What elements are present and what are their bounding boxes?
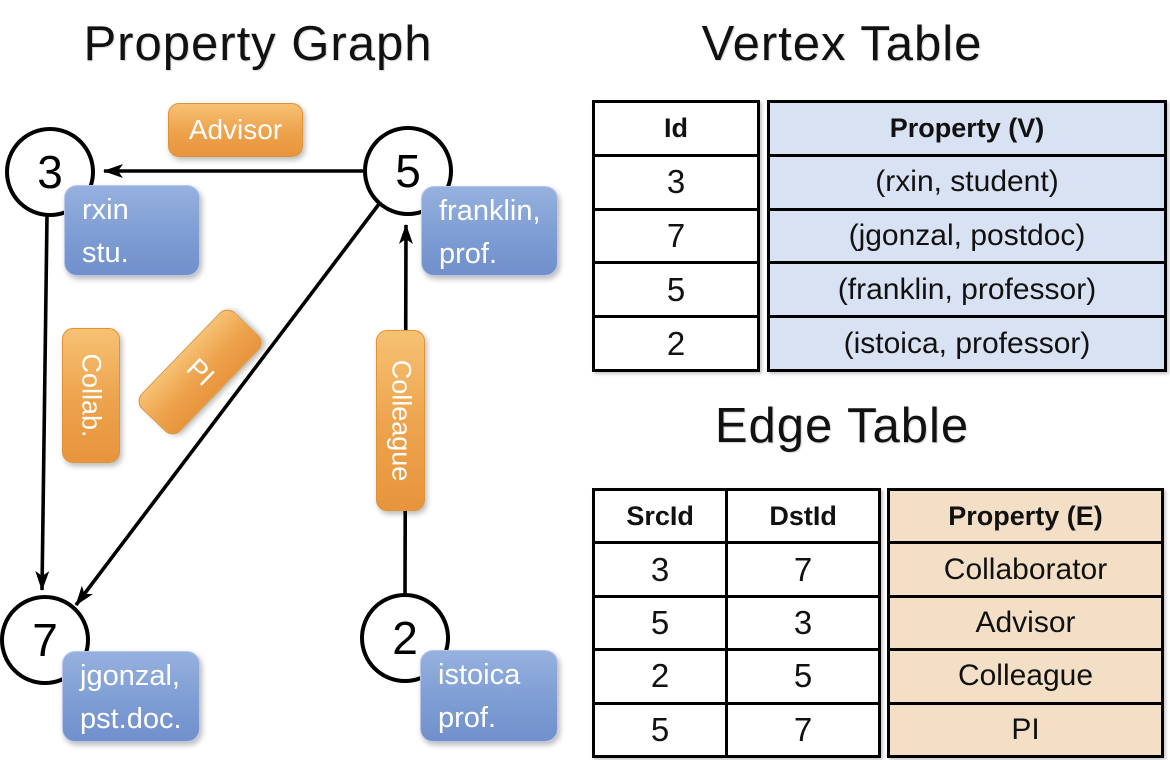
column-header-row: SrcId DstId [595,491,878,542]
vertex-node-label: 5 [395,145,421,197]
edge-table-id-columns: SrcId DstId 3 7 5 3 2 5 5 7 [592,488,881,758]
edge-label-text: Collab. [76,353,107,438]
table-row: PI [890,701,1161,755]
vertex-node-5: 5 [363,126,453,216]
column-header: SrcId [626,500,694,531]
table-row: 2 [595,315,757,369]
edge-table-title: Edge Table [714,399,970,453]
src-id-cell: 3 [650,550,670,588]
table-row: 3 7 [595,541,878,595]
dst-id-cell: 5 [725,651,878,702]
vertex-property-line: stu. [82,237,129,269]
vertex-node-label: 3 [37,146,63,198]
dst-id-cell: 7 [725,544,878,595]
table-row: (istoica, professor) [770,315,1164,369]
column-header: Property (V) [889,112,1045,143]
edge-label-advisor: Advisor [168,103,303,157]
vertex-property-line: prof. [439,238,498,270]
vertex-property-line: rxin [82,194,129,226]
table-row: 2 5 [595,648,878,702]
vertex-property-box-5: franklin, prof. [421,186,558,276]
vertex-property-line: franklin, [439,195,541,227]
edge-label-collab: Collab. [62,328,120,463]
table-row: 5 7 [595,701,878,756]
src-id-cell: 5 [650,710,670,748]
edge-collab-3-to-7 [35,215,50,591]
vertex-property-line: istoica [438,659,521,691]
table-row: Advisor [890,594,1161,648]
vertex-table-id-column: Id 3 7 5 2 [592,100,760,372]
table-row: (jgonzal, postdoc) [770,207,1164,262]
table-row: Collaborator [890,541,1161,594]
edge-table-property-column: Property (E) Collaborator Advisor Collea… [887,488,1164,758]
column-header: Id [664,112,688,143]
vertex-node-label: 7 [32,614,58,666]
table-row: 7 [595,207,757,262]
src-id-cell: 5 [650,604,670,642]
table-row: 5 [595,261,757,315]
vertex-property-box-2: istoica prof. [420,650,558,742]
vertex-property-line: prof. [438,702,497,734]
src-id-cell: 2 [650,657,670,695]
edge-label-colleague: Colleague [376,330,425,511]
vertex-node-2: 2 [360,593,450,683]
vertex-table-title: Vertex Table [701,17,983,71]
vertex-property-line: pst.doc. [80,703,182,735]
vertex-node-label: 2 [392,612,418,664]
dst-id-cell: 3 [725,597,878,649]
vertex-table-property-column: Property (V) (rxin, student) (jgonzal, p… [767,100,1167,372]
vertex-property-box-7: jgonzal, pst.doc. [62,651,200,742]
table-row: (franklin, professor) [770,261,1164,315]
table-row: 3 [595,153,757,208]
edge-label-text: Advisor [188,114,283,145]
vertex-property-line: jgonzal, [80,660,180,692]
dst-id-cell: 7 [725,704,878,756]
property-graph-title: Property Graph [83,17,433,71]
table-row: 5 3 [595,594,878,649]
edge-label-text: PI [180,351,220,392]
table-row: Colleague [890,648,1161,701]
edge-pi-5-to-7 [74,202,381,607]
column-header: DstId [725,491,878,542]
column-header: Property (E) [948,500,1103,531]
vertex-property-box-3: rxin stu. [64,185,200,276]
table-row: (rxin, student) [770,153,1164,208]
edge-label-text: Colleague [386,359,416,482]
